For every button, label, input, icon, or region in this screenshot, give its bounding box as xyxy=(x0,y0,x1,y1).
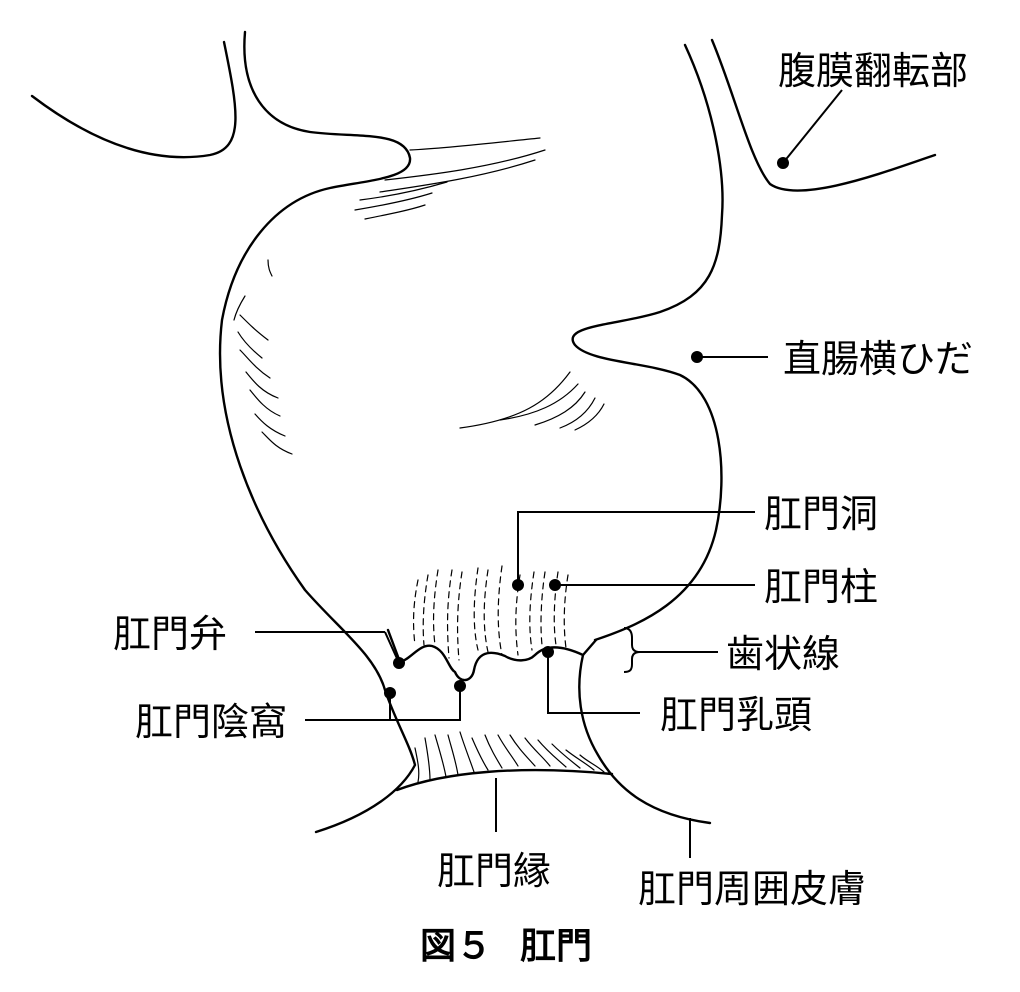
dot-anal-crypt-left xyxy=(384,687,396,699)
label-peritoneal-reflection: 腹膜翻転部 xyxy=(778,49,968,93)
label-anal-crypt: 肛門陰窩 xyxy=(135,700,287,744)
label-dentate-line: 歯状線 xyxy=(726,632,840,676)
dentate-line-wave xyxy=(386,628,598,682)
verge-hatching xyxy=(414,731,605,783)
dot-anal-sinus xyxy=(512,579,524,591)
fold-hatching xyxy=(459,371,605,431)
dot-anal-crypt xyxy=(454,680,466,692)
leader-anal-crypt xyxy=(305,693,391,721)
figure-title: 肛門 xyxy=(520,925,592,967)
leader-anal-crypt-2 xyxy=(390,686,461,721)
dot-anal-papilla xyxy=(542,646,554,658)
outer-wall-left xyxy=(30,40,237,159)
anal-canal-right-wall xyxy=(578,653,712,825)
figure-number: 図５ xyxy=(420,925,492,967)
upper-fold-edge xyxy=(218,30,417,834)
label-anal-valve: 肛門弁 xyxy=(113,612,227,656)
leader-peritoneal-reflection xyxy=(782,89,843,164)
column-hatching xyxy=(412,565,569,661)
label-perianal-skin: 肛門周囲皮膚 xyxy=(638,867,866,911)
dentate-brace xyxy=(623,627,641,673)
anal-verge-curve xyxy=(395,768,614,792)
dot-anal-column xyxy=(549,579,561,591)
dot-peritoneal-reflection xyxy=(777,157,789,169)
label-transverse-rectal-fold: 直腸横ひだ xyxy=(783,337,973,381)
label-anal-column: 肛門柱 xyxy=(764,565,878,609)
left-wall-hatching xyxy=(233,295,293,455)
right-wall xyxy=(571,43,724,642)
dot-transverse-fold xyxy=(691,351,703,363)
leader-anal-sinus xyxy=(517,511,755,585)
label-anal-papilla: 肛門乳頭 xyxy=(660,693,812,737)
dot-anal-valve xyxy=(393,657,405,669)
peritoneal-reflection-line xyxy=(710,38,937,192)
label-anal-sinus: 肛門洞 xyxy=(764,492,878,536)
label-anal-verge: 肛門縁 xyxy=(437,849,551,893)
upper-hatching xyxy=(267,137,546,277)
leader-anal-papilla xyxy=(547,652,640,714)
